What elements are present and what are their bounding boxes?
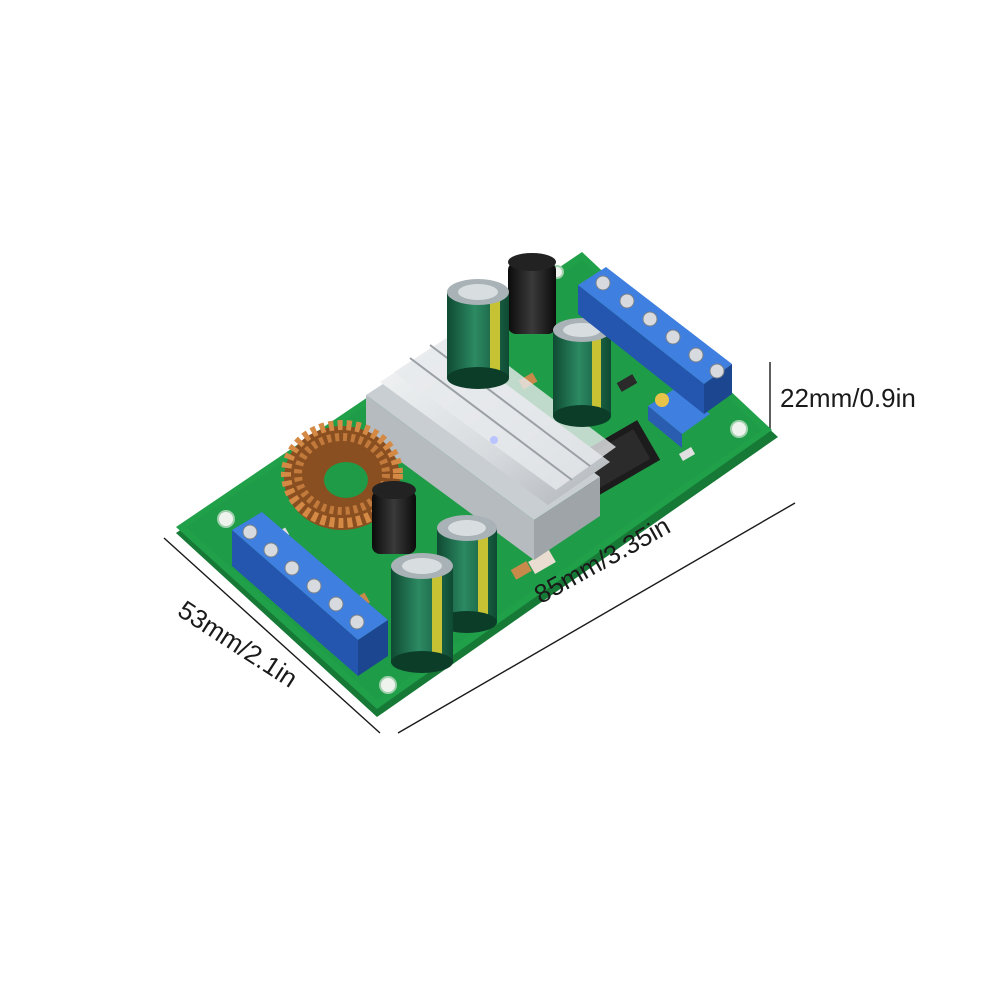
trimmer-potentiometer (648, 388, 710, 448)
toroid-inductor (281, 420, 403, 530)
terminal-block-right (578, 267, 732, 414)
dimension-lines (163, 362, 796, 734)
terminal-block-left (232, 512, 388, 676)
height-dimension-label: 22mm/0.9in (780, 383, 916, 413)
mounting-hole (379, 676, 397, 694)
length-dimension-line (397, 502, 796, 734)
mounting-hole (730, 420, 748, 438)
width-dimension-line (163, 537, 381, 734)
capacitor (553, 318, 611, 427)
black-components (372, 253, 556, 554)
capacitor (447, 279, 509, 389)
capacitor (391, 553, 453, 673)
electrolytic-capacitors (391, 279, 611, 673)
mounting-hole (217, 510, 235, 528)
